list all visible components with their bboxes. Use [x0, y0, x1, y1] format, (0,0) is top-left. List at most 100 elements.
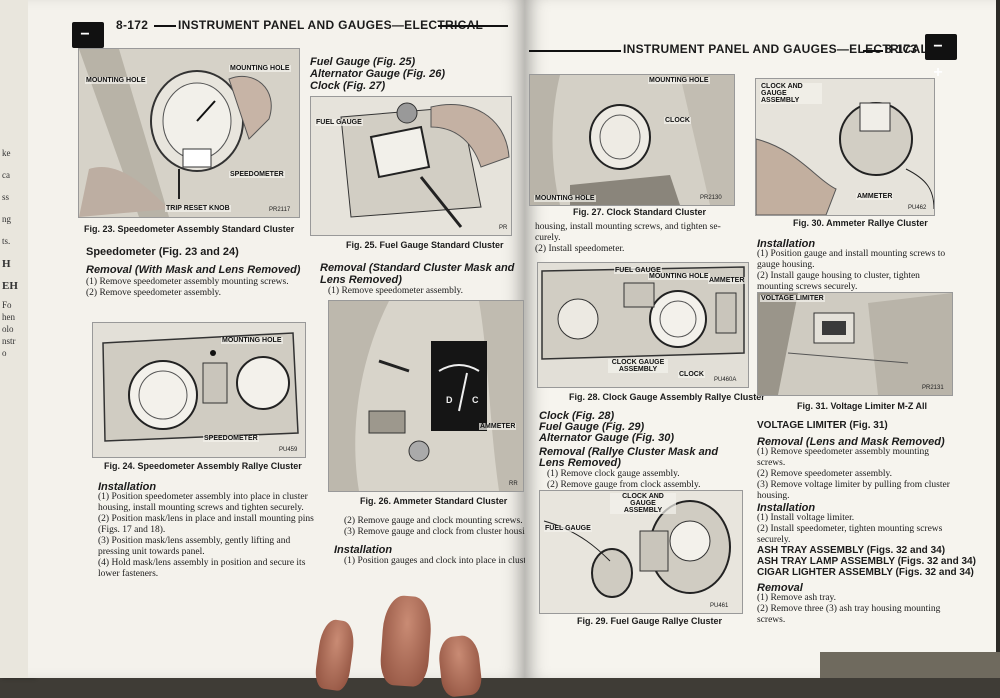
ash-tray-heading: ASH TRAY ASSEMBLY (Figs. 32 and 34) [757, 545, 946, 556]
figure-29: CLOCK AND GAUGE ASSEMBLY FUEL GAUGE PU46… [539, 490, 743, 614]
back-page-fragment: ts. [2, 236, 11, 246]
installation-heading: Installation [98, 481, 157, 493]
removal-heading: Removal (With Mask and Lens Removed) [86, 264, 301, 276]
voltage-limiter-heading: VOLTAGE LIMITER (Fig. 31) [757, 420, 888, 431]
fig23-callout: TRIP RESET KNOB [165, 205, 231, 212]
fig25-code: PR [499, 225, 508, 231]
installation3-steps: (1) Install voltage limiter. (2) Install… [757, 513, 953, 546]
removal2-heading-line: Lens Removed) [320, 274, 402, 286]
back-page-fragment: ke [2, 148, 11, 158]
fig31-caption: Fig. 31. Voltage Limiter M-Z All [797, 401, 928, 411]
fig28-callout: CLOCK [678, 371, 705, 378]
removal3-step: (3) Remove voltage limiter by pulling fr… [757, 480, 950, 501]
installation-step: (3) Position mask/lens assembly, gently … [98, 536, 291, 557]
fig26-callout: AMMETER [479, 423, 517, 430]
removal-steps: (1) Remove speedometer assembly mounting… [86, 277, 308, 299]
page-number: 8-172 [116, 18, 149, 32]
fig30-caption: Fig. 30. Ammeter Rallye Cluster [793, 218, 928, 228]
removal-step: (2) Remove speedometer assembly. [86, 288, 221, 298]
clock-heading: Clock (Fig. 27) [310, 80, 386, 92]
installation2-steps: (1) Position gauges and clock into place… [344, 556, 525, 567]
back-page-fragment: olo [2, 324, 14, 334]
continued-line: (2) Install speedometer. [535, 244, 625, 254]
fig30-callout: AMMETER [856, 193, 894, 200]
back-page-fragment: o [2, 348, 7, 358]
page-header-title: INSTRUMENT PANEL AND GAUGES—ELECTRICAL [178, 18, 484, 32]
installation-step: (1) Position speedometer assembly into p… [98, 492, 308, 513]
fig24-caption: Fig. 24. Speedometer Assembly Rallye Clu… [104, 461, 302, 471]
fig28-code: PU460A [714, 377, 737, 383]
removal4-step: (2) Remove three (3) ash tray housing mo… [757, 604, 941, 625]
page-number: 8-173 [885, 42, 918, 56]
removal2-more-steps: (2) Remove gauge and clock mounting scre… [344, 516, 525, 538]
removal2-heading-line: Removal (Standard Cluster Mask and [320, 262, 515, 274]
speedometer-illustration [79, 49, 299, 217]
page-header-title: INSTRUMENT PANEL AND GAUGES—ELECTRICAL [623, 42, 929, 56]
installation2-heading: Installation [334, 544, 393, 556]
speedometer-heading: Speedometer (Fig. 23 and 24) [86, 246, 239, 258]
fig29-caption: Fig. 29. Fuel Gauge Rallye Cluster [577, 616, 723, 626]
battery-icon: − + [925, 34, 957, 81]
installation-heading: Installation [757, 238, 816, 250]
fig26-caption: Fig. 26. Ammeter Standard Cluster [360, 496, 508, 506]
figure-25: FUEL GAUGE PR [310, 96, 512, 236]
fig29-callout: CLOCK AND GAUGE ASSEMBLY [610, 493, 676, 514]
back-page-fragment: Fo [2, 300, 12, 310]
removal-heading-line: Lens Removed) [539, 457, 621, 469]
installation2-step: (1) Position gauges and clock into place… [344, 556, 525, 566]
figure-31: VOLTAGE LIMITER PR2131 [757, 292, 953, 396]
ammeter-illustration [329, 301, 523, 491]
fig27-callout: CLOCK [664, 117, 691, 124]
alternator-gauge-heading: Alternator Gauge (Fig. 26) [310, 68, 446, 80]
fig27-callout: MOUNTING HOLE [534, 195, 596, 202]
removal-steps: (1) Remove clock gauge assembly. (2) Rem… [547, 469, 747, 491]
installation-step: (4) Hold mask/lens assembly in position … [98, 558, 306, 579]
fig31-callout: VOLTAGE LIMITER [760, 295, 825, 302]
voltage-limiter-illustration [758, 293, 952, 395]
fig27-callout: MOUNTING HOLE [648, 77, 710, 84]
figure-24: MOUNTING HOLE SPEEDOMETER PU459 [92, 322, 306, 458]
installation3-step: (1) Install voltage limiter. [757, 513, 855, 523]
figure-26: D C AMMETER RR [328, 300, 524, 492]
fig24-callout: MOUNTING HOLE [221, 337, 283, 344]
fig26-code: RR [509, 481, 518, 487]
figure-28: FUEL GAUGE MOUNTING HOLE AMMETER CLOCK G… [537, 262, 749, 388]
alternator-gauge-heading: Alternator Gauge (Fig. 30) [539, 432, 675, 444]
header-rule [438, 25, 508, 27]
removal3-step: (2) Remove speedometer assembly. [757, 469, 892, 479]
removal-step: (1) Remove clock gauge assembly. [547, 469, 680, 479]
cigar-lighter-heading: CIGAR LIGHTER ASSEMBLY (Figs. 32 and 34) [757, 567, 974, 578]
fuel-gauge-heading: Fuel Gauge (Fig. 25) [310, 56, 416, 68]
fuel-gauge-heading: Fuel Gauge (Fig. 29) [539, 421, 645, 433]
continued-line: housing, install mounting screws, and ti… [535, 222, 721, 232]
installation-steps: (1) Position gauge and install mounting … [757, 249, 953, 293]
left-page: − + 8-172 INSTRUMENT PANEL AND GAUGES—EL… [28, 0, 525, 678]
back-page-fragment: ng [2, 214, 11, 224]
figure-30: CLOCK AND GAUGE ASSEMBLY AMMETER PU462 [755, 78, 935, 216]
back-page-fragment: hen [2, 312, 15, 322]
right-page: INSTRUMENT PANEL AND GAUGES—ELECTRICAL 8… [525, 0, 1000, 678]
fig23-callout: MOUNTING HOLE [85, 77, 147, 84]
back-page-fragment: ss [2, 192, 10, 202]
installation-step: (2) Install gauge housing to cluster, ti… [757, 271, 920, 292]
fig28-callout: AMMETER [708, 277, 746, 284]
fig30-callout: CLOCK AND GAUGE ASSEMBLY [760, 83, 822, 104]
fig24-code: PU459 [279, 447, 298, 453]
clock-illustration [530, 75, 734, 205]
figure-23: MOUNTING HOLE MOUNTING HOLE SPEEDOMETER … [78, 48, 300, 218]
removal2-steps: (1) Remove speedometer assembly. [328, 286, 518, 297]
fig23-caption: Fig. 23. Speedometer Assembly Standard C… [84, 224, 295, 234]
installation-steps: (1) Position speedometer assembly into p… [98, 492, 320, 580]
removal3-step: (1) Remove speedometer assembly mounting… [757, 447, 930, 468]
speedometer-rallye-illustration [93, 323, 305, 457]
fig30-code: PU462 [908, 205, 927, 211]
back-page-fragment: EH [2, 280, 18, 292]
table-surface [820, 652, 1000, 678]
back-page-fragment: nstr [2, 336, 16, 346]
back-page-fragment: ca [2, 170, 10, 180]
installation3-step: (2) Install speedometer, tighten mountin… [757, 524, 943, 545]
fuel-gauge-illustration [311, 97, 511, 235]
removal4-heading: Removal [757, 582, 803, 594]
header-rule [863, 50, 883, 52]
removal-heading-line: Removal (Rallye Cluster Mask and [539, 446, 719, 458]
